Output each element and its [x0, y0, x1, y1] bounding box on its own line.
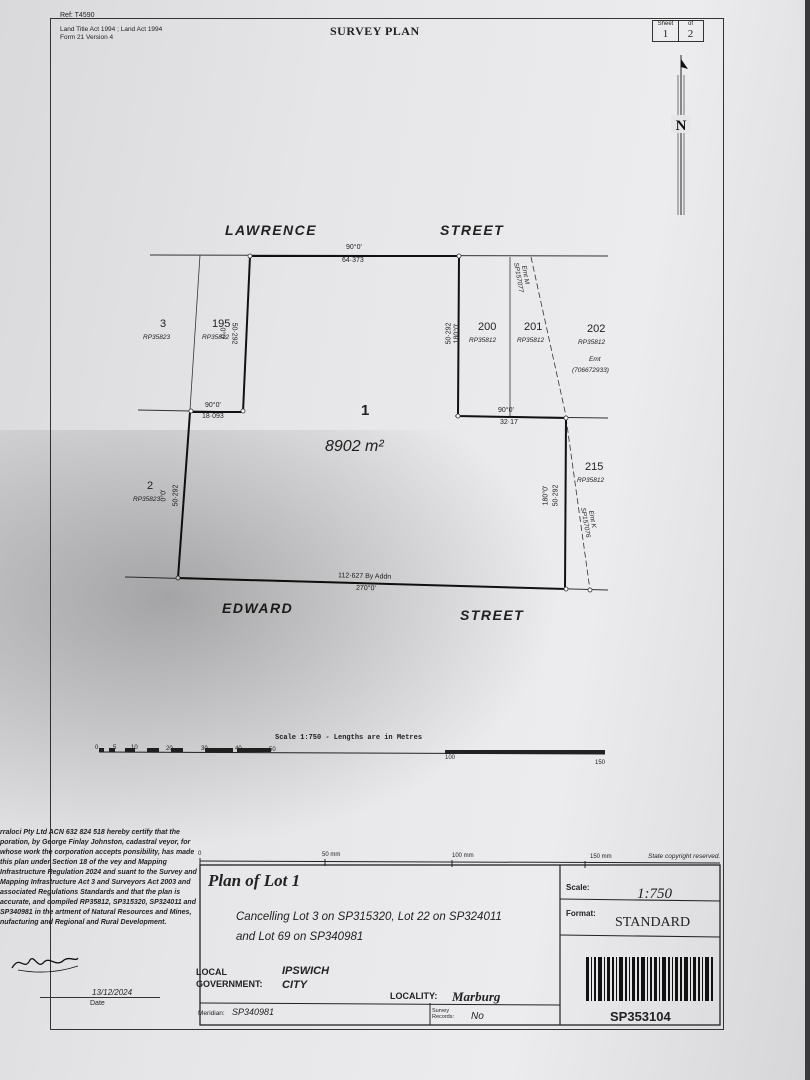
scale-value: 1:750 — [637, 886, 672, 902]
plan-title: Plan of Lot 1 — [208, 871, 301, 890]
right-notch-bearing: 90°0' — [498, 407, 514, 414]
surveyor-certificate: rraloci Pty Ltd ACN 632 824 518 hereby c… — [0, 829, 197, 926]
sheet-total: 2 — [687, 28, 694, 40]
main-lot-number: 1 — [361, 402, 370, 419]
scale-tick-30: 30 — [201, 746, 208, 752]
locality-label: LOCALITY: — [390, 991, 438, 1001]
local-government-label-2: GOVERNMENT: — [196, 979, 263, 989]
scale-label: Scale: — [566, 883, 590, 892]
ruler-100mm: 100 mm — [452, 853, 474, 859]
date-line — [40, 997, 160, 998]
copyright-notice: State copyright reserved. — [648, 853, 721, 860]
lot-195-plan: RP35812 — [202, 334, 230, 341]
survey-records-value: No — [471, 1011, 484, 1022]
survey-records-label-2: Records: — [432, 1014, 455, 1020]
scale-tick-50: 50 — [269, 747, 276, 753]
lot-2-plan: RP35823 — [133, 496, 161, 503]
north-arrow-icon: N — [671, 55, 691, 215]
scale-tick-20: 20 — [166, 746, 173, 752]
vertical-distance-215: 50·292 — [552, 484, 560, 507]
date-label: Date — [90, 1000, 105, 1007]
certificate-date: 13/12/2024 — [92, 988, 133, 997]
format-label: Format: — [566, 909, 596, 918]
cancelling-statement-continued: and Lot 69 on SP340981 — [236, 931, 364, 943]
scale-tick-100: 100 — [445, 755, 456, 761]
vertical-distance-200: 50·292 — [445, 322, 453, 345]
lot-202-number: 202 — [587, 323, 606, 335]
page-title: SURVEY PLAN — [330, 24, 420, 38]
lot-200-number: 200 — [478, 321, 497, 333]
of-label: of — [687, 21, 693, 27]
scale-tick-10: 10 — [131, 745, 138, 751]
reference-number: Ref: T4590 — [60, 12, 95, 19]
title-block: 0 50 mm 100 mm 150 mm State copyright re… — [190, 851, 722, 1028]
locality-value: Marburg — [452, 989, 501, 1004]
lot-201-plan: RP35812 — [517, 337, 545, 344]
street-name-edward-suffix: STREET — [460, 607, 525, 623]
scale-tick-150: 150 — [595, 760, 606, 766]
vertical-distance-2: 50·292 — [172, 484, 180, 507]
ruler-0-tick: 0 — [198, 851, 202, 857]
scale-tick-0: 0 — [95, 745, 99, 751]
lot-3-plan: RP35823 — [143, 334, 171, 341]
lot-215-number: 215 — [585, 461, 604, 473]
meridian-label: Meridian: — [198, 1010, 225, 1017]
street-name-lawrence-suffix: STREET — [440, 222, 505, 238]
vertical-bearing-200: 180°0' — [453, 323, 461, 344]
cancelling-statement: Cancelling Lot 3 on SP315320, Lot 22 on … — [236, 911, 502, 923]
plan-number: SP353104 — [610, 1009, 671, 1024]
top-bearing: 90°0' — [346, 244, 362, 251]
signature — [11, 957, 79, 973]
plan-barcode — [586, 957, 713, 1001]
local-government-value-1: IPSWICH — [282, 965, 330, 977]
lot-202-plan: RP35812 — [578, 339, 606, 346]
form-version: Form 21 Version 4 — [60, 34, 114, 41]
scale-bar: Scale 1:750 - Lengths are in Metres 0 5 … — [95, 734, 615, 780]
local-government-value-2: CITY — [282, 979, 308, 991]
scale-tick-5: 5 — [113, 745, 117, 751]
street-name-edward: EDWARD — [222, 600, 294, 616]
survey-records-label-1: Survey — [432, 1008, 450, 1014]
bottom-bearing: 270°0' — [355, 584, 376, 593]
lot-215-plan: RP35812 — [577, 477, 605, 484]
legislation-acts: Land Title Act 1994 ; Land Act 1994 — [60, 26, 163, 33]
sheet-label: Sheet — [657, 21, 674, 27]
lot-3-number: 3 — [160, 318, 167, 330]
format-value: STANDARD — [615, 915, 691, 930]
lot-201-number: 201 — [524, 321, 543, 333]
vertical-bearing-215: 180°0' — [542, 485, 550, 506]
ruler-150mm: 150 mm — [590, 854, 612, 860]
ruler-50mm: 50 mm — [322, 852, 341, 858]
plan-frame — [50, 18, 724, 1030]
scale-caption: Scale 1:750 - Lengths are in Metres — [275, 734, 423, 742]
top-distance: 64·373 — [342, 257, 364, 264]
main-lot-area: 8902 m² — [325, 438, 384, 455]
street-name-lawrence: LAWRENCE — [225, 222, 318, 238]
vertical-distance-195: 50·292 — [230, 322, 238, 345]
sheet-number: 1 — [662, 28, 669, 40]
right-notch-distance: 32·17 — [500, 419, 518, 426]
left-notch-distance: 18·093 — [202, 413, 224, 420]
left-notch-bearing: 90°0' — [205, 402, 221, 409]
north-label: N — [676, 118, 687, 134]
easement-label: Emt — [589, 356, 601, 363]
meridian-value: SP340981 — [232, 1007, 275, 1017]
lot-200-plan: RP35812 — [469, 337, 497, 344]
bottom-distance: 112·627 By Addn — [337, 572, 392, 581]
easement-number: (706672933) — [572, 367, 609, 374]
vertical-bearing-2: 0°0' — [160, 489, 168, 502]
scale-tick-40: 40 — [235, 746, 242, 752]
local-government-label-1: LOCAL — [196, 967, 227, 977]
lot-195-number: 195 — [212, 318, 231, 330]
lot-2-number: 2 — [147, 480, 154, 492]
